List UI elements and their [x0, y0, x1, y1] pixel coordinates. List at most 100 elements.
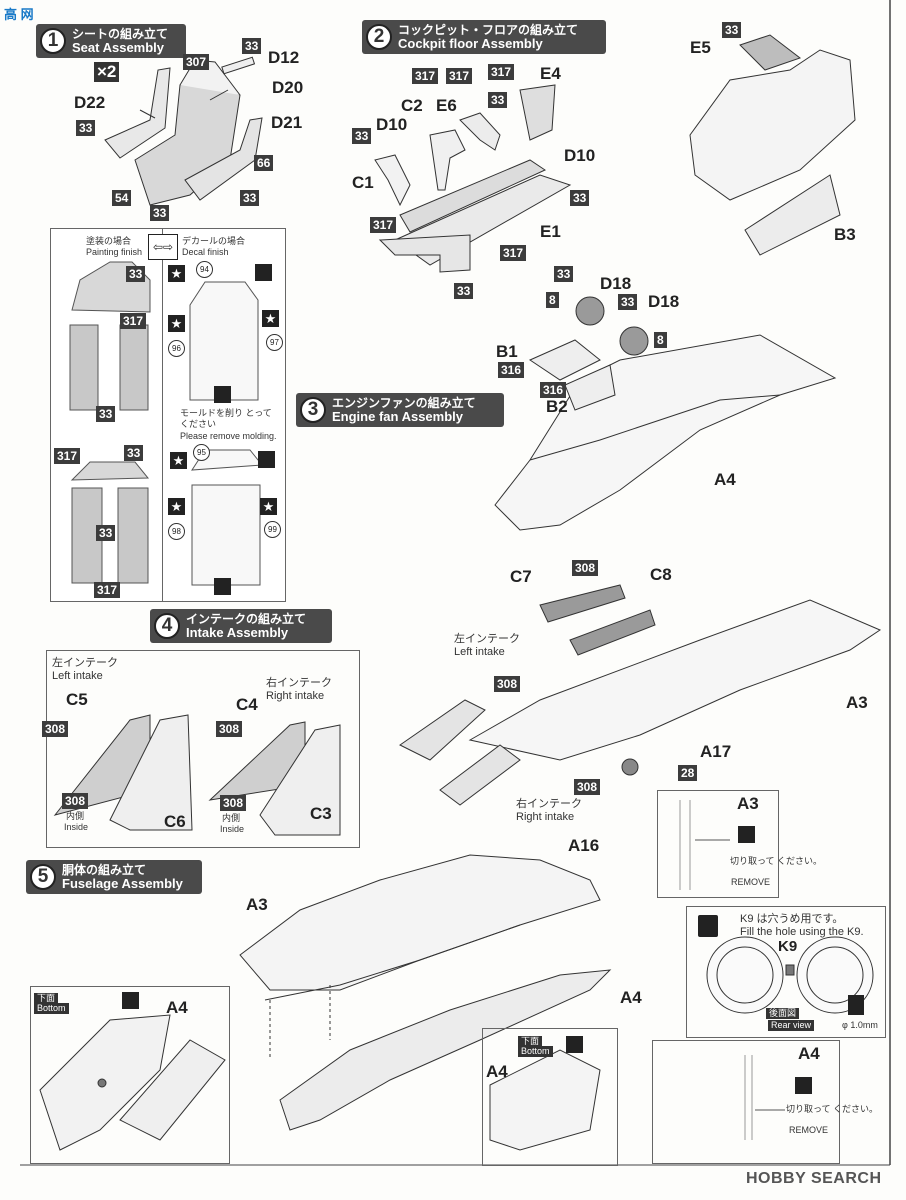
seat-multiplier: ×2 — [94, 62, 120, 82]
decal-finish-jp: デカールの場合 — [182, 236, 246, 246]
paint-308: 308 — [216, 721, 243, 737]
star-icon: ★ — [168, 315, 185, 332]
paint-33: 33 — [488, 92, 508, 108]
part-B3: B3 — [834, 225, 856, 244]
intake-drawing — [399, 584, 882, 806]
remove-note-en: REMOVE — [789, 1125, 829, 1135]
paint-317: 317 — [94, 582, 121, 598]
part-C6: C6 — [164, 812, 186, 831]
remove-molding-note-en: Please remove molding. — [180, 431, 277, 441]
part-A4: A4 — [166, 998, 188, 1017]
cut-icon — [738, 826, 755, 843]
k9-panel — [686, 906, 886, 1038]
part-D22: D22 — [74, 93, 106, 112]
decal-number: 96 — [168, 340, 185, 357]
paint-317: 317 — [488, 64, 515, 80]
intake-detail-panel — [46, 650, 360, 848]
part-A4: A4 — [798, 1044, 820, 1063]
part-C7: C7 — [510, 567, 532, 586]
part-B1: B1 — [496, 342, 518, 361]
part-D10: D10 — [564, 146, 596, 165]
paint-308: 308 — [62, 793, 89, 809]
step-4-title-en: Intake Assembly — [186, 625, 289, 640]
inside-en: Inside — [220, 824, 245, 834]
bottom-label-en: Bottom — [34, 1003, 69, 1014]
part-A3: A3 — [246, 895, 268, 914]
paint-66: 66 — [254, 155, 274, 171]
part-D10: D10 — [376, 115, 408, 134]
left-intake-en: Left intake — [52, 670, 103, 682]
part-A3: A3 — [737, 794, 759, 813]
step-3-title-en: Engine fan Assembly — [332, 409, 463, 424]
step-1-number: 1 — [40, 28, 66, 54]
part-D21: D21 — [271, 113, 303, 132]
paint-28: 28 — [678, 765, 698, 781]
left-intake-en: Left intake — [454, 646, 505, 658]
paint-317: 317 — [500, 245, 527, 261]
bottom-inset-left — [30, 986, 230, 1164]
star-icon: ★ — [168, 265, 185, 282]
decal-number: 95 — [193, 444, 210, 461]
part-C3: C3 — [310, 804, 332, 823]
paint-317: 317 — [120, 313, 147, 329]
part-D12: D12 — [268, 48, 300, 67]
drill-size: φ 1.0mm — [842, 1020, 878, 1030]
swap-arrow-icon: ⇦⇨ — [148, 234, 178, 260]
paint-317: 317 — [370, 217, 397, 233]
part-B2: B2 — [546, 397, 568, 416]
decal-finish-en: Decal finish — [182, 247, 229, 257]
paint-316: 316 — [498, 362, 525, 378]
decal-icon — [258, 451, 275, 468]
step-3-title-jp: エンジンファンの組み立て — [332, 396, 476, 410]
left-intake-jp: 左インテーク — [52, 657, 118, 669]
step-1-title-en: Seat Assembly — [72, 40, 165, 55]
step-5-title-en: Fuselage Assembly — [62, 876, 183, 891]
cut-icon — [122, 992, 139, 1009]
part-C8: C8 — [650, 565, 672, 584]
intake-panel-drawing — [53, 714, 341, 836]
paint-33: 33 — [722, 22, 742, 38]
paint-54: 54 — [112, 190, 132, 206]
star-icon: ★ — [262, 310, 279, 327]
decal-number: 97 — [266, 334, 283, 351]
remove-inset-a4 — [652, 1040, 840, 1164]
part-C4: C4 — [236, 695, 258, 714]
info-icon — [698, 915, 718, 937]
right-intake-jp: 右インテーク — [516, 798, 582, 810]
part-C5: C5 — [66, 690, 88, 709]
step-5-title-jp: 胴体の組み立て — [62, 863, 147, 877]
paint-33: 33 — [242, 38, 262, 54]
step-3-banner: 3 エンジンファンの組み立て Engine fan Assembly — [296, 393, 504, 427]
step-2-number: 2 — [366, 24, 392, 50]
step-2-banner: 2 コックピット・フロアの組み立て Cockpit floor Assembly — [362, 20, 606, 54]
part-E1: E1 — [540, 222, 561, 241]
paint-317: 317 — [446, 68, 473, 84]
fuselage-drawing — [239, 854, 612, 1131]
decal-icon — [214, 578, 231, 595]
paint-33: 33 — [352, 128, 372, 144]
part-A4: A4 — [620, 988, 642, 1007]
part-D18: D18 — [600, 274, 632, 293]
paint-33: 33 — [126, 266, 146, 282]
paint-307: 307 — [183, 54, 210, 70]
part-A4: A4 — [714, 470, 736, 489]
step-1-title-jp: シートの組み立て — [72, 27, 169, 41]
paint-308: 308 — [494, 676, 521, 692]
part-A17: A17 — [700, 742, 732, 761]
part-E4: E4 — [540, 64, 561, 83]
part-E6: E6 — [436, 96, 457, 115]
step-5-banner: 5 胴体の組み立て Fuselage Assembly — [26, 860, 202, 894]
part-C1: C1 — [352, 173, 374, 192]
paint-33: 33 — [570, 190, 590, 206]
paint-317: 317 — [412, 68, 439, 84]
paint-33: 33 — [96, 406, 116, 422]
cut-icon — [795, 1077, 812, 1094]
bottom-inset-center — [482, 1028, 618, 1166]
paint-316: 316 — [540, 382, 567, 398]
step-3-number: 3 — [300, 397, 326, 423]
part-D20: D20 — [272, 78, 304, 97]
watermark-logo: 高 网 — [4, 7, 34, 22]
bottom-label-jp: 下面 — [518, 1036, 543, 1047]
